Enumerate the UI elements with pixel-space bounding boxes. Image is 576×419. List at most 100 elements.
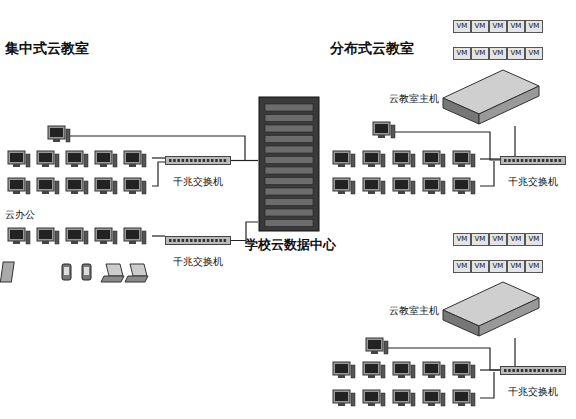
switch-port	[169, 159, 172, 162]
pc-tower	[391, 125, 395, 138]
monitor-screen	[395, 364, 408, 373]
monitor	[366, 338, 383, 351]
switch-port	[525, 369, 528, 372]
node-label: VM	[526, 48, 542, 59]
switch-port	[215, 159, 218, 162]
pc-tower	[113, 231, 117, 244]
network-cable	[480, 372, 494, 398]
monitor	[453, 390, 470, 403]
monitor	[333, 362, 350, 375]
switch-port	[211, 159, 214, 162]
switch-port	[203, 239, 206, 242]
switch-port	[533, 369, 536, 372]
node-shape	[500, 366, 566, 375]
monitor	[124, 178, 141, 191]
switch-port	[186, 239, 189, 242]
phone-screen	[84, 267, 89, 275]
switch-port	[173, 159, 176, 162]
monitor	[373, 122, 390, 135]
monitor-base	[458, 375, 465, 378]
monitor-screen	[365, 153, 378, 162]
monitor-screen	[425, 392, 438, 401]
pc-tower	[55, 154, 59, 167]
monitor-screen	[335, 153, 348, 162]
cloud-classroom-host: 云教室主机	[385, 280, 543, 340]
switch-port	[504, 369, 507, 372]
switch-port	[538, 159, 541, 162]
monitor-base	[398, 403, 405, 406]
monitor-screen	[50, 128, 63, 137]
node-shape	[258, 96, 320, 232]
network-link	[231, 160, 258, 161]
rack-unit	[265, 104, 313, 111]
monitor	[8, 228, 25, 241]
vm-box: VM	[471, 260, 489, 273]
monitor-base	[71, 191, 78, 194]
pc-tower	[441, 181, 445, 194]
vm-box: VM	[453, 260, 471, 273]
pc-tower	[113, 181, 117, 194]
vm-box: VM	[471, 47, 489, 60]
monitor-screen	[10, 180, 23, 189]
vm-box: VM	[525, 20, 543, 33]
monitor-base	[129, 241, 136, 244]
monitor	[453, 178, 470, 191]
switch-port	[559, 369, 562, 372]
switch-port	[207, 239, 210, 242]
vm-box: VM	[525, 260, 543, 273]
monitor-screen	[126, 153, 139, 162]
pc-tower	[55, 181, 59, 194]
switch-port	[521, 159, 524, 162]
monitor-screen	[335, 392, 348, 401]
monitor-screen	[365, 364, 378, 373]
host-side	[479, 86, 539, 124]
node-shape	[165, 236, 231, 245]
node-label: VM	[508, 261, 524, 272]
monitor-screen	[68, 230, 81, 239]
network-cable	[152, 162, 165, 186]
node-shape	[165, 156, 231, 165]
rack-unit	[265, 136, 313, 143]
gigabit-switch: 千兆交换机	[500, 366, 566, 399]
switch-port	[215, 239, 218, 242]
monitor	[66, 151, 83, 164]
monitor	[8, 178, 25, 191]
switch-port	[190, 159, 193, 162]
laptop-screen	[130, 264, 147, 276]
vm-box: VM	[489, 20, 507, 33]
monitor	[453, 151, 470, 164]
switch-port	[182, 159, 185, 162]
pc-tower	[384, 341, 388, 354]
node-label: VM	[472, 21, 488, 32]
switch-port	[194, 159, 197, 162]
vm-box: VM	[453, 47, 471, 60]
switch-port	[554, 369, 557, 372]
vm-box: VM	[507, 233, 525, 246]
network-cable	[388, 348, 500, 370]
pc-tower	[84, 154, 88, 167]
monitor-screen	[126, 230, 139, 239]
pc-tower	[381, 365, 385, 378]
monitor	[95, 151, 112, 164]
switch-port	[508, 369, 511, 372]
monitor-screen	[425, 180, 438, 189]
switch-port	[542, 369, 545, 372]
cloud-classroom-host: 云教室主机	[385, 68, 543, 128]
monitor-base	[368, 375, 375, 378]
monitor-base	[71, 164, 78, 167]
phone-screen	[64, 267, 69, 275]
monitor-base	[42, 241, 49, 244]
switch-port	[504, 159, 507, 162]
vm-box: VM	[507, 20, 525, 33]
pc-tower	[66, 129, 70, 142]
monitor	[423, 362, 440, 375]
monitor-screen	[39, 180, 52, 189]
switch-port	[186, 159, 189, 162]
switch-body	[166, 157, 231, 165]
network-cable	[480, 158, 500, 159]
switch-port	[508, 159, 511, 162]
pc-tower	[142, 154, 146, 167]
monitor-screen	[368, 340, 381, 349]
node-shape	[500, 156, 566, 165]
